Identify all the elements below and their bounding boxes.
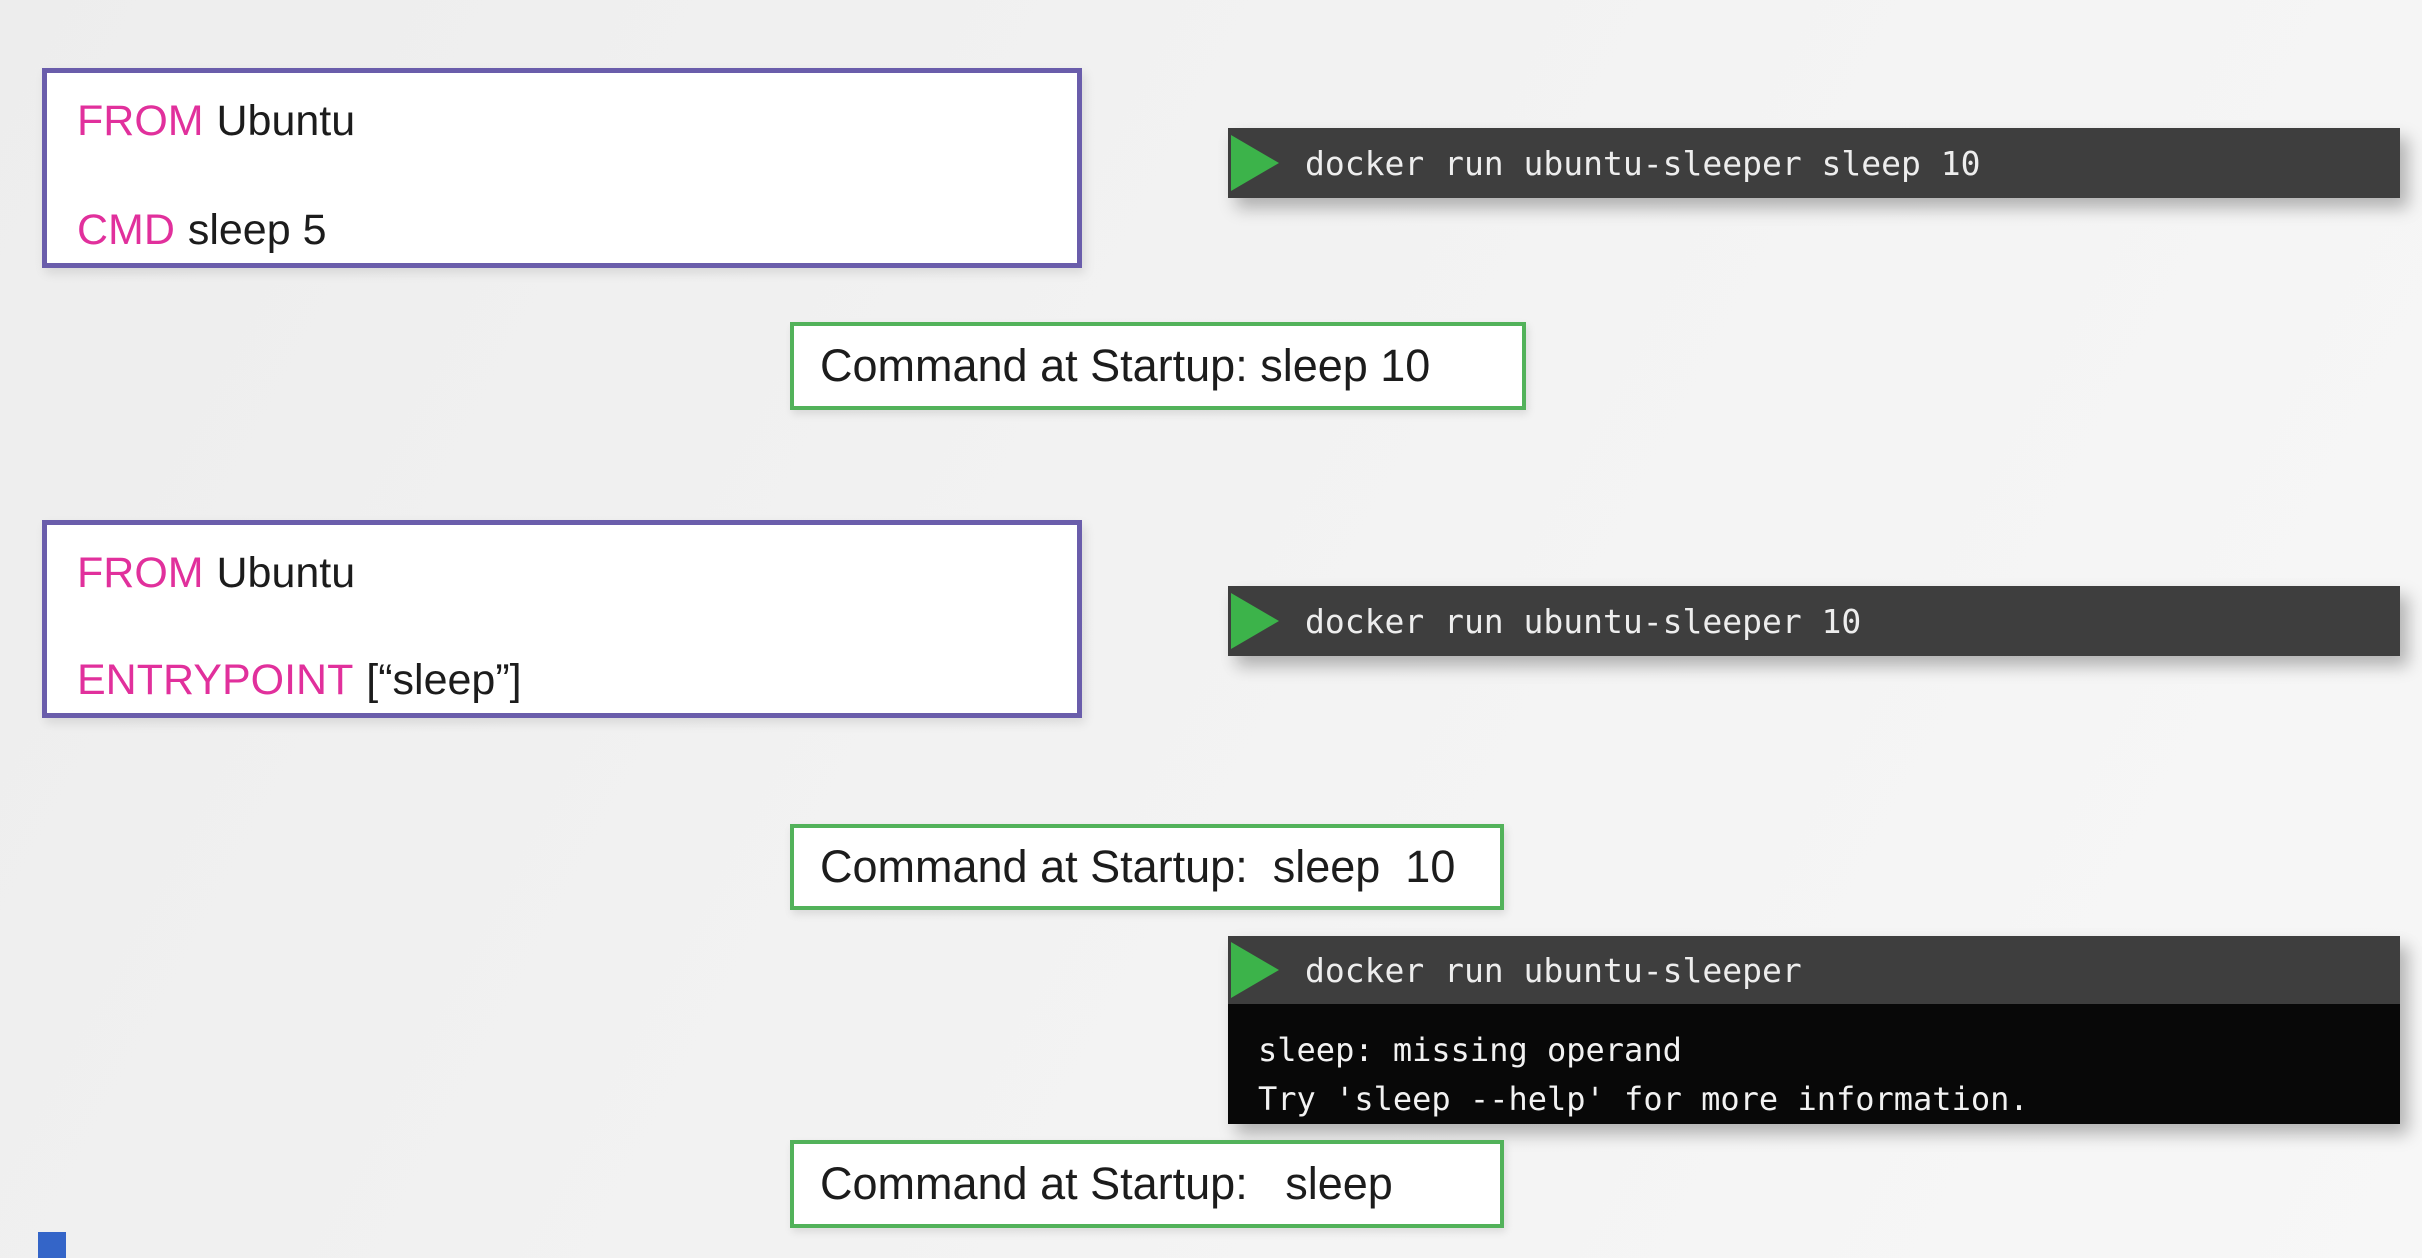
slide-corner-decoration [38,1232,66,1258]
callout-command-at-startup-2: Command at Startup: sleep 10 [790,824,1504,910]
dockerfile-keyword: CMD [77,206,175,254]
dockerfile-code: Ubuntu [216,97,356,145]
callout-text: Command at Startup: sleep 10 [820,340,1431,391]
callout-text: Command at Startup: sleep [820,1158,1393,1209]
terminal-output-line: Try 'sleep --help' for more information. [1258,1080,2029,1118]
terminal-bar-run-10: docker run ubuntu-sleeper 10 [1228,586,2400,656]
terminal-command: docker run ubuntu-sleeper sleep 10 [1305,143,1981,183]
dockerfile-keyword: FROM [77,549,204,597]
terminal-command: docker run ubuntu-sleeper [1305,950,1802,990]
terminal-bar-run-sleep-10: docker run ubuntu-sleeper sleep 10 [1228,128,2400,198]
terminal-output-line: sleep: missing operand [1258,1031,1682,1069]
terminal-block-missing-operand: docker run ubuntu-sleeper sleep: missing… [1228,936,2400,1124]
callout-text: Command at Startup: sleep 10 [820,841,1456,892]
callout-command-at-startup-1: Command at Startup: sleep 10 [790,322,1526,410]
dockerfile-code: Ubuntu [216,549,356,597]
play-icon [1231,593,1279,649]
callout-command-at-startup-3: Command at Startup: sleep [790,1140,1504,1228]
dockerfile-line-entrypoint: ENTRYPOINT[“sleep”] [77,656,1057,705]
terminal-command: docker run ubuntu-sleeper 10 [1305,601,1862,641]
dockerfile-code: sleep 5 [187,206,327,254]
play-icon [1231,942,1279,998]
terminal-bar-run-no-args: docker run ubuntu-sleeper [1228,936,2400,1004]
play-icon [1231,135,1279,191]
dockerfile-keyword: ENTRYPOINT [77,656,354,704]
dockerfile-code: [“sleep”] [366,656,522,704]
terminal-output: sleep: missing operand Try 'sleep --help… [1228,1004,2400,1124]
dockerfile-keyword: FROM [77,97,204,145]
